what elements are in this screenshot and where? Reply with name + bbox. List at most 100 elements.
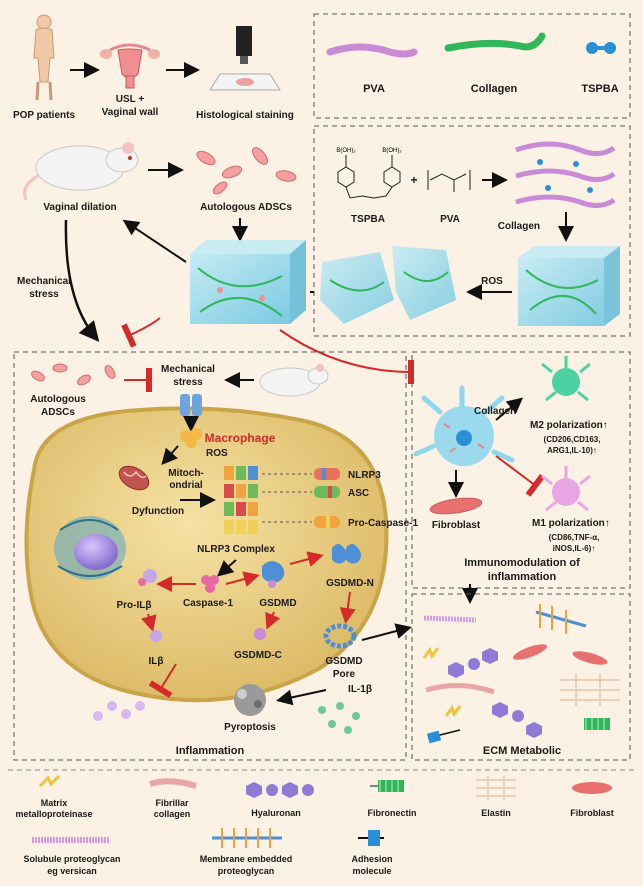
pro-il-icon [138, 569, 157, 586]
gsdmd-c-icon [254, 628, 266, 640]
legend-membrane-1: Membrane embedded [200, 854, 293, 864]
adscs-small-label-2: ADSCs [41, 407, 75, 418]
asc-label: ASC [348, 488, 369, 499]
immuno-title-2: inflammation [488, 571, 557, 583]
arrow-pore-pyroptosis [276, 689, 327, 706]
inhibit-il [148, 663, 177, 698]
microscope-slide-icon [209, 26, 281, 91]
immuno-title-1: Immunomodulation of [464, 557, 580, 569]
immuno-box [411, 351, 631, 589]
vaginal-dilation-label: Vaginal dilation [43, 202, 116, 213]
fibroblast-legend-icon [572, 782, 612, 794]
fibrillar-collagen-legend-icon [149, 778, 197, 789]
m2-label: M2 polarization↑ [530, 420, 608, 431]
legend-hyaluronan: Hyaluronan [251, 808, 301, 818]
pro-il-label: Pro-ILβ [117, 600, 152, 611]
m2-macrophage-icon [541, 356, 591, 402]
nlrp3-label: NLRP3 [348, 470, 381, 481]
inhibit-gel-to-immuno [279, 329, 415, 385]
caspase-label: Caspase-1 [183, 598, 233, 609]
legend-fibroblast: Fibroblast [570, 808, 614, 818]
arrow-gsdmd-c [265, 611, 281, 630]
tspba-structure [337, 155, 401, 199]
hyaluronan-legend-icon [246, 782, 314, 798]
fibronectin-legend-icon [370, 780, 404, 792]
mito-label-2: ondrial [169, 480, 203, 491]
staining-label: Histological staining [196, 110, 294, 121]
immuno-collagen-label: Collagen [474, 406, 516, 417]
m2-detail-1: (CD206,CD163, [544, 435, 601, 444]
ros-inner-label: ROS [206, 448, 228, 459]
mech-label-1: Mechanical [161, 364, 215, 375]
inhibit-to-m1 [495, 455, 545, 497]
autologous-adscs-label: Autologous ADSCs [200, 202, 292, 213]
nlrp3-complex-icon [224, 466, 258, 534]
collagen-strand [444, 32, 546, 52]
patient-figure [33, 14, 55, 101]
hydrogel-cube-right [518, 246, 620, 326]
mito-label-3: Dyfunction [132, 506, 184, 517]
ecm-title: ECM Metabolic [483, 745, 561, 757]
usl-label-1: USL + [116, 94, 145, 105]
m2-detail-2: ARG1,IL-10)↑ [547, 446, 597, 455]
fibroblast-icon [429, 497, 483, 515]
procaspase-label: Pro-Caspase-1 [348, 518, 418, 529]
pore-label-2: Pore [333, 669, 356, 680]
patients-label: POP patients [13, 110, 75, 121]
collagen-step-label: Collagen [498, 221, 540, 232]
gsdmd-n-label: GSDMD-N [326, 578, 374, 589]
pva-structure-label: PVA [440, 214, 460, 225]
mmp-legend-icon [38, 774, 61, 788]
legend-fibronectin: Fibronectin [368, 808, 417, 818]
legend-mmp-2: metalloproteinase [15, 809, 92, 819]
nlrp3-protein-icon [314, 468, 340, 480]
arrow-proil-il [141, 613, 157, 632]
rat-icon [23, 142, 139, 201]
m1-detail-1: (CD86,TNF-α, [549, 533, 600, 542]
tspba-label: TSPBA [581, 83, 618, 95]
m1-detail-2: iNOS,IL-6)↑ [553, 544, 596, 553]
mitochondria-icon [118, 465, 150, 491]
asc-protein-icon [314, 486, 340, 498]
legend-membrane-2: proteoglycan [218, 866, 275, 876]
synthesis-box [313, 125, 631, 337]
legend-versican-2: eg versican [47, 866, 97, 876]
arrow-stress-down [64, 219, 100, 342]
legend-adhesion-1: Adhesion [351, 854, 392, 864]
complex-label: NLRP3 Complex [197, 544, 275, 555]
tspba-b-oh-left: B(OH)₂ [336, 148, 356, 154]
ecm-components [422, 604, 620, 744]
tspba-molecule [586, 42, 616, 54]
gsdmd-c-label: GSDMD-C [234, 650, 282, 661]
nucleus-organelle [54, 516, 126, 580]
legend-adhesion-2: molecule [352, 866, 391, 876]
tspba-structure-label: TSPBA [351, 214, 385, 225]
procaspase-protein-icon [314, 516, 340, 528]
inhibit-gel-to-stress [121, 317, 161, 348]
central-macrophage-icon [413, 385, 515, 466]
pyroptosis-label: Pyroptosis [224, 722, 276, 733]
macrophage-label: Macrophage [205, 431, 276, 445]
rat-small-icon [259, 364, 329, 397]
inflammation-box [13, 351, 407, 761]
gsdmd-pore-icon [323, 623, 357, 649]
released-il-particles [93, 701, 145, 721]
arrow-pore-ecm [361, 623, 412, 641]
gsdmd-icon [262, 561, 285, 588]
mech-label-2: stress [173, 377, 203, 388]
adscs-small-label-1: Autologous [30, 394, 86, 405]
plus-sign: + [410, 173, 417, 187]
legend-versican-1: Solubule proteoglycan [23, 854, 120, 864]
usl-label-2: Vaginal wall [102, 107, 159, 118]
pore-label-1: GSDMD [325, 656, 362, 667]
macrophage-cell [24, 406, 389, 703]
arrow-caspase-gsdmd [225, 571, 260, 587]
receptor-icon [180, 394, 202, 416]
il1b-label: IL-1β [348, 684, 372, 695]
gsdmd-label: GSDMD [259, 598, 296, 609]
legend-fibcol-1: Fibrillar [155, 798, 189, 808]
pyroptosis-icon [234, 684, 266, 716]
arrow-gsdmd-n [289, 551, 324, 567]
crosslinked-strands [515, 141, 616, 208]
ecm-box [411, 593, 631, 761]
